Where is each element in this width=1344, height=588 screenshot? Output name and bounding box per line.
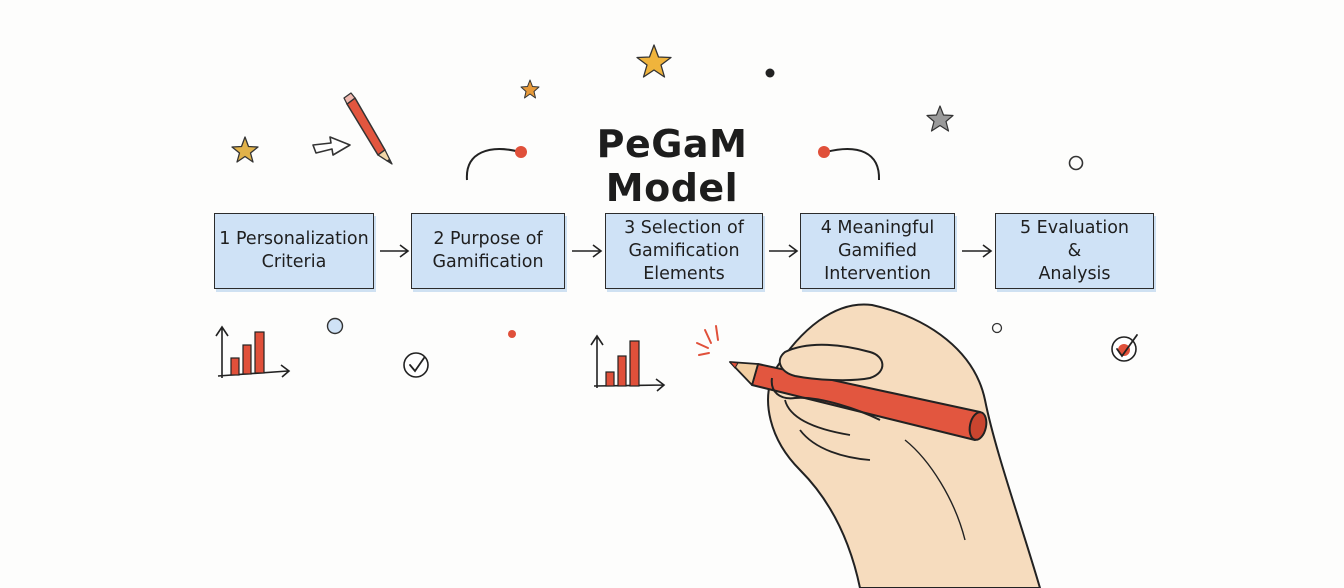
dot-decoration bbox=[508, 330, 516, 338]
star-icon bbox=[520, 79, 540, 99]
step-label: & bbox=[1067, 240, 1082, 261]
step-label: Elements bbox=[643, 263, 725, 284]
hand-holding-marker bbox=[728, 303, 1041, 588]
step-label: 3 Selection of bbox=[624, 217, 744, 238]
step-label: Analysis bbox=[1038, 263, 1111, 284]
step-label: 5 Evaluation bbox=[1019, 217, 1130, 238]
connector-arrow bbox=[380, 244, 410, 258]
diagram-title: PeGaM Model bbox=[596, 122, 748, 210]
arrow-outline-icon bbox=[312, 136, 351, 156]
title-dot-left bbox=[515, 146, 527, 158]
bar-chart-icon bbox=[215, 325, 291, 378]
check-circle-icon bbox=[1111, 334, 1138, 362]
dot-decoration bbox=[765, 68, 775, 78]
step-label: 1 Personalization bbox=[219, 229, 369, 249]
circle-decoration bbox=[1068, 155, 1084, 171]
step-label: 4 Meaningful bbox=[820, 217, 935, 238]
title-swoosh-right bbox=[825, 148, 881, 181]
step-box-5: 5 Evaluation & Analysis bbox=[995, 213, 1154, 289]
step-box-1: 1 Personalization Criteria bbox=[214, 213, 374, 289]
sparkle-lines bbox=[696, 325, 719, 356]
step-label: Gamified bbox=[837, 240, 918, 261]
connector-arrow bbox=[572, 244, 603, 258]
check-circle-icon bbox=[403, 352, 429, 378]
bar-chart-icon bbox=[590, 334, 666, 392]
circle-decoration bbox=[991, 322, 1003, 334]
pencil-icon bbox=[343, 92, 393, 165]
step-label: 2 Purpose of bbox=[433, 229, 543, 249]
title-dot-right bbox=[818, 146, 830, 158]
star-icon bbox=[636, 44, 672, 78]
title-swoosh-left bbox=[465, 148, 521, 181]
step-box-3: 3 Selection of Gamification Elements bbox=[605, 213, 763, 289]
step-box-4: 4 Meaningful Gamified Intervention bbox=[800, 213, 955, 289]
step-box-2: 2 Purpose of Gamification bbox=[411, 213, 565, 289]
star-icon bbox=[231, 136, 259, 163]
star-icon bbox=[926, 105, 954, 132]
step-label: Gamification bbox=[628, 240, 740, 261]
step-label: Gamification bbox=[432, 252, 544, 272]
marker-icon bbox=[728, 361, 988, 441]
circle-decoration bbox=[326, 317, 344, 335]
connector-arrow bbox=[962, 244, 993, 258]
step-label: Intervention bbox=[824, 263, 931, 284]
step-label: Criteria bbox=[261, 252, 327, 272]
connector-arrow bbox=[769, 244, 799, 258]
